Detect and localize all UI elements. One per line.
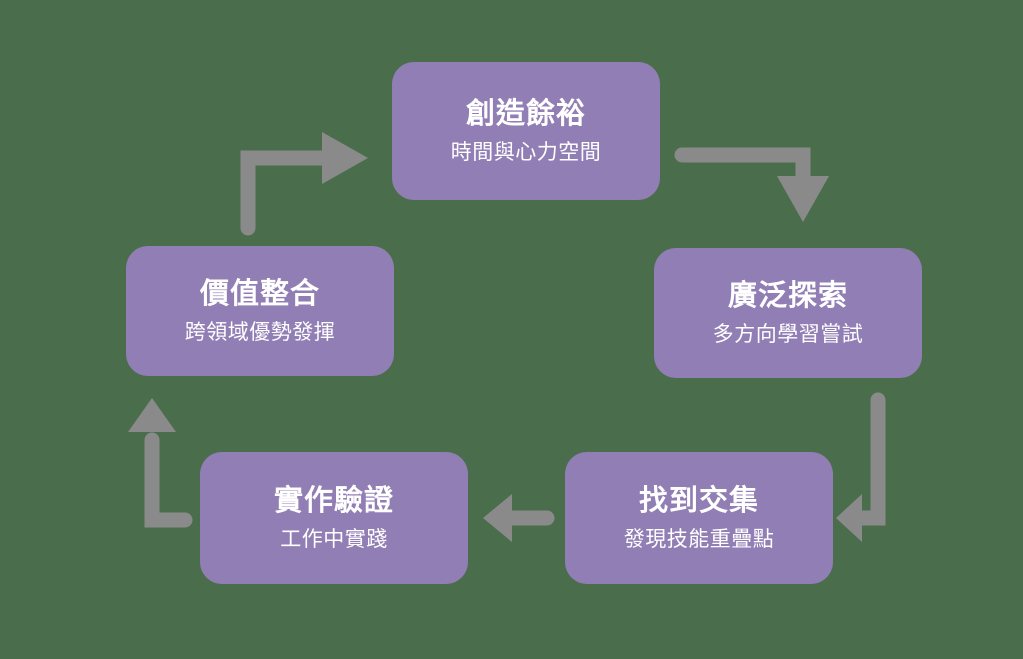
node-overlap-title: 找到交集 <box>638 485 759 518</box>
node-practice-subtitle: 工作中實踐 <box>280 527 388 551</box>
arrow-value-to-create <box>240 132 368 236</box>
node-value-subtitle: 跨領域優勢發揮 <box>184 320 336 344</box>
node-explore[interactable]: 廣泛探索 多方向學習嘗試 <box>654 248 922 378</box>
arrow-create-to-explore <box>674 147 829 222</box>
node-create-title: 創造餘裕 <box>465 98 586 131</box>
node-create[interactable]: 創造餘裕 時間與心力空間 <box>392 62 660 200</box>
node-value[interactable]: 價值整合 跨領域優勢發揮 <box>126 246 394 376</box>
node-overlap-subtitle: 發現技能重疊點 <box>623 527 775 551</box>
arrow-practice-to-value <box>128 398 193 528</box>
node-create-subtitle: 時間與心力空間 <box>450 140 602 164</box>
node-explore-subtitle: 多方向學習嘗試 <box>712 322 864 346</box>
arrow-explore-to-overlap <box>836 392 886 542</box>
node-overlap[interactable]: 找到交集 發現技能重疊點 <box>565 452 833 584</box>
node-practice-title: 實作驗證 <box>273 485 394 518</box>
node-practice[interactable]: 實作驗證 工作中實踐 <box>200 452 468 584</box>
node-explore-title: 廣泛探索 <box>727 280 848 313</box>
arrow-overlap-to-practice <box>483 494 555 542</box>
node-value-title: 價值整合 <box>199 278 320 311</box>
